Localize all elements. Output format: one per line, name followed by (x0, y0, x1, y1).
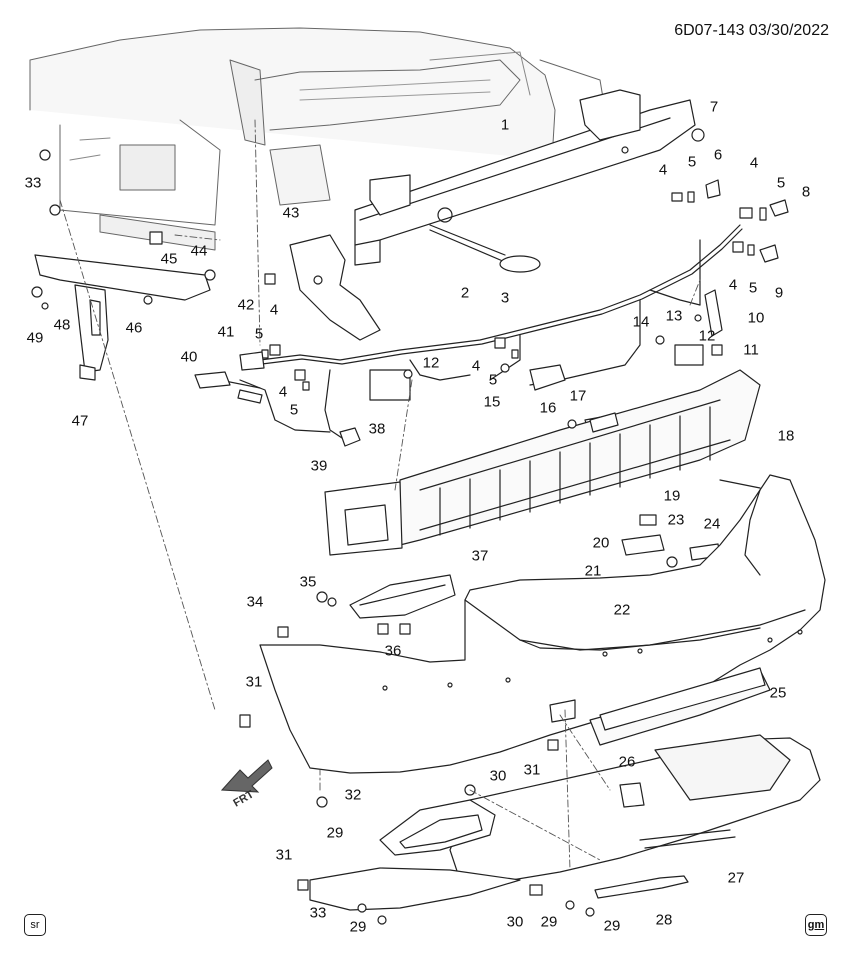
nut-7 (691, 128, 705, 142)
callout-33: 33 (24, 174, 42, 192)
callout-38: 38 (368, 420, 386, 438)
callout-29: 29 (540, 913, 558, 931)
callout-4: 4 (749, 154, 759, 172)
gm-logo: gm (805, 914, 827, 936)
callout-23: 23 (667, 511, 685, 529)
callout-36: 36 (384, 642, 402, 660)
side-bracket-47 (34, 254, 211, 381)
callout-27: 27 (727, 869, 745, 887)
callout-21: 21 (584, 562, 602, 580)
callout-2: 2 (460, 284, 470, 302)
left-harness-connectors (194, 351, 361, 447)
leader-lines (59, 119, 701, 871)
callout-25: 25 (769, 684, 787, 702)
callout-45: 45 (160, 250, 178, 268)
trim-strip (594, 875, 689, 899)
callout-29: 29 (326, 824, 344, 842)
callout-10: 10 (747, 309, 765, 327)
callout-41: 41 (217, 323, 235, 341)
callout-31: 31 (275, 846, 293, 864)
fasteners (31, 149, 702, 925)
bumper-impact-bar (354, 89, 696, 266)
callout-5: 5 (289, 401, 299, 419)
callout-49: 49 (26, 329, 44, 347)
callout-20: 20 (592, 534, 610, 552)
lower-fascia (449, 734, 821, 883)
diagram-date: 03/30/2022 (748, 22, 829, 39)
callout-9: 9 (774, 284, 784, 302)
callout-46: 46 (125, 319, 143, 337)
reflector-37 (349, 574, 456, 619)
callout-29: 29 (603, 917, 621, 935)
callout-43: 43 (282, 204, 300, 222)
callout-48: 48 (53, 316, 71, 334)
callout-3: 3 (500, 289, 510, 307)
vehicle-body-outline (29, 27, 606, 251)
callout-11: 11 (743, 341, 759, 359)
diagram-header: 6D07-143 03/30/2022 (674, 22, 829, 40)
callout-35: 35 (299, 573, 317, 591)
callout-4: 4 (278, 383, 288, 401)
callout-7: 7 (709, 98, 719, 116)
callout-17: 17 (569, 387, 587, 405)
front-direction-arrow (220, 759, 273, 793)
callout-32: 32 (344, 786, 362, 804)
bracket-43 (289, 234, 381, 341)
bracket-43-hole (313, 275, 323, 285)
callout-30: 30 (506, 913, 524, 931)
callout-4: 4 (728, 276, 738, 294)
callout-12: 12 (422, 354, 440, 372)
diagram-id: 6D07-143 (674, 22, 745, 39)
callout-31: 31 (245, 673, 263, 691)
tow-eye (429, 224, 541, 273)
callout-22: 22 (613, 601, 631, 619)
exhaust-tip (379, 799, 496, 856)
energy-absorber (324, 369, 761, 556)
reflector-37-line (359, 584, 446, 606)
callout-5: 5 (254, 325, 264, 343)
callout-39: 39 (310, 457, 328, 475)
callout-4: 4 (269, 301, 279, 319)
wiring-harness (219, 224, 743, 441)
cover-26 (619, 782, 645, 808)
callout-19: 19 (663, 487, 681, 505)
harness-connectors (261, 179, 789, 391)
callout-28: 28 (655, 911, 673, 929)
callout-5: 5 (488, 371, 498, 389)
clip-17 (589, 412, 619, 433)
callout-8: 8 (801, 183, 811, 201)
callout-4: 4 (471, 357, 481, 375)
callout-6: 6 (713, 146, 723, 164)
callout-34: 34 (246, 593, 264, 611)
callout-33: 33 (309, 904, 327, 922)
callout-18: 18 (777, 427, 795, 445)
callout-5: 5 (776, 174, 786, 192)
callout-26: 26 (618, 753, 636, 771)
callout-40: 40 (180, 348, 198, 366)
callout-24: 24 (703, 515, 721, 533)
callout-1: 1 (500, 116, 510, 134)
callout-16: 16 (539, 399, 557, 417)
callout-13: 13 (665, 307, 683, 325)
callout-15: 15 (483, 393, 501, 411)
callout-37: 37 (471, 547, 489, 565)
callout-5: 5 (687, 153, 697, 171)
callout-31: 31 (523, 761, 541, 779)
callout-12: 12 (698, 327, 716, 345)
sr-logo: sr (24, 914, 46, 936)
lower-bumper-panel (599, 667, 766, 731)
callout-30: 30 (489, 767, 507, 785)
callout-29: 29 (349, 918, 367, 936)
callout-44: 44 (190, 242, 208, 260)
callout-14: 14 (632, 313, 650, 331)
callout-42: 42 (237, 296, 255, 314)
callout-4: 4 (658, 161, 668, 179)
callout-5: 5 (748, 279, 758, 297)
lower-shield (309, 867, 521, 911)
callout-47: 47 (71, 412, 89, 430)
